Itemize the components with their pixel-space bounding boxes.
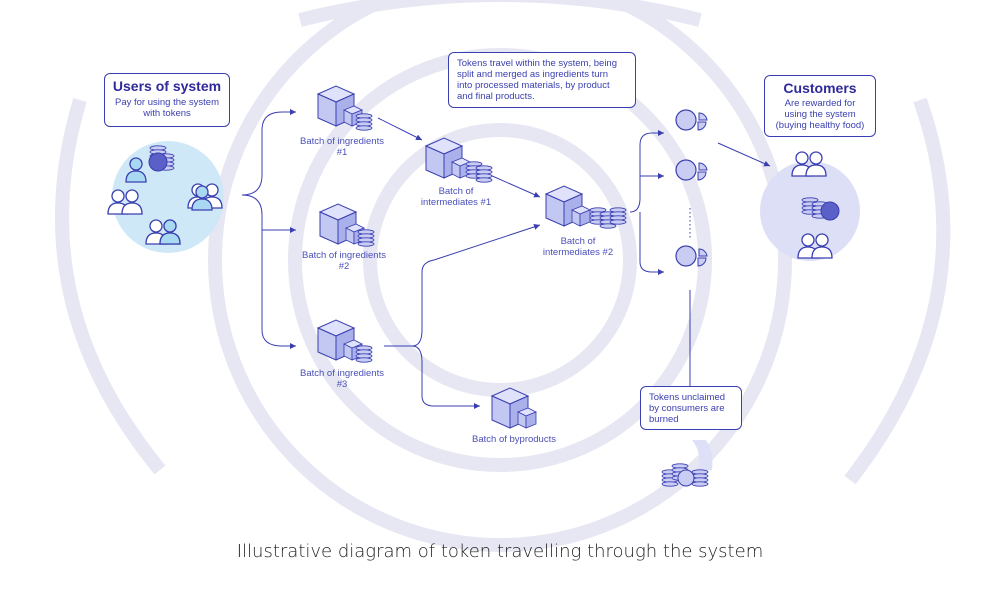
note-top-line1: Tokens travel within the system, being xyxy=(457,58,617,69)
batch-byproducts-icon xyxy=(491,387,537,429)
batch3-label-line1: Batch of ingredients xyxy=(300,368,384,379)
product-token-2-icon xyxy=(675,159,708,181)
users-of-system-box: Users of system Pay for using the system… xyxy=(104,73,230,127)
batch-ingredients-3-label: Batch of ingredients #3 xyxy=(282,368,402,390)
note-bottom-line3: burned xyxy=(649,414,679,425)
inter2-label-line2: intermediates #2 xyxy=(542,247,614,258)
batch-intermediates-2-label: Batch of intermediates #2 xyxy=(518,236,638,258)
users-box-line2: with tokens xyxy=(143,108,191,119)
note-bottom-line2: by consumers are xyxy=(649,403,725,414)
customers-box-line3: (buying healthy food) xyxy=(775,120,865,131)
batch-ingredients-2-label: Batch of ingredients #2 xyxy=(284,250,404,272)
customers-box: Customers Are rewarded for using the sys… xyxy=(764,75,876,137)
note-top-line4: and final products. xyxy=(457,91,535,102)
note-bottom-line1: Tokens unclaimed xyxy=(649,392,726,403)
byproducts-label-text: Batch of byproducts xyxy=(472,434,556,445)
customers-box-line2: using the system xyxy=(784,109,856,120)
customers-box-line1: Are rewarded for xyxy=(784,98,856,109)
batch3-label-line2: #3 xyxy=(336,379,348,390)
note-top-line3: into processed materials, by product xyxy=(457,80,610,91)
batch1-label-line1: Batch of ingredients xyxy=(300,136,384,147)
batch-ingredients-3-icon xyxy=(317,319,373,363)
users-box-title: Users of system xyxy=(112,78,222,94)
tokens-burned-note: Tokens unclaimed by consumers are burned xyxy=(640,386,742,430)
batch-ingredients-1-label: Batch of ingredients #1 xyxy=(282,136,402,158)
batch2-label-line2: #2 xyxy=(338,261,350,272)
batch-intermediates-1-icon xyxy=(425,137,493,183)
batch-ingredients-2-icon xyxy=(319,203,375,247)
users-box-line1: Pay for using the system xyxy=(114,97,220,108)
batch-byproducts-label: Batch of byproducts xyxy=(454,434,574,445)
product-token-1-icon xyxy=(675,109,708,131)
tokens-travel-note: Tokens travel within the system, being s… xyxy=(448,52,636,108)
batch1-label-line2: #1 xyxy=(336,147,348,158)
inter2-label-line1: Batch of xyxy=(560,236,596,247)
batch2-label-line1: Batch of ingredients xyxy=(302,250,386,261)
batch-intermediates-1-label: Batch of intermediates #1 xyxy=(396,186,516,208)
note-top-line2: split and merged as ingredients turn xyxy=(457,69,609,80)
customers-box-title: Customers xyxy=(783,80,857,96)
inter1-label-line1: Batch of xyxy=(438,186,474,197)
diagram-caption: Illustrative diagram of token travelling… xyxy=(236,541,764,562)
users-icon-group xyxy=(107,145,223,245)
customers-icon-group xyxy=(791,151,840,259)
burned-tokens-icon xyxy=(661,440,713,487)
inter1-label-line2: intermediates #1 xyxy=(420,197,492,208)
flow-connectors xyxy=(241,109,771,409)
